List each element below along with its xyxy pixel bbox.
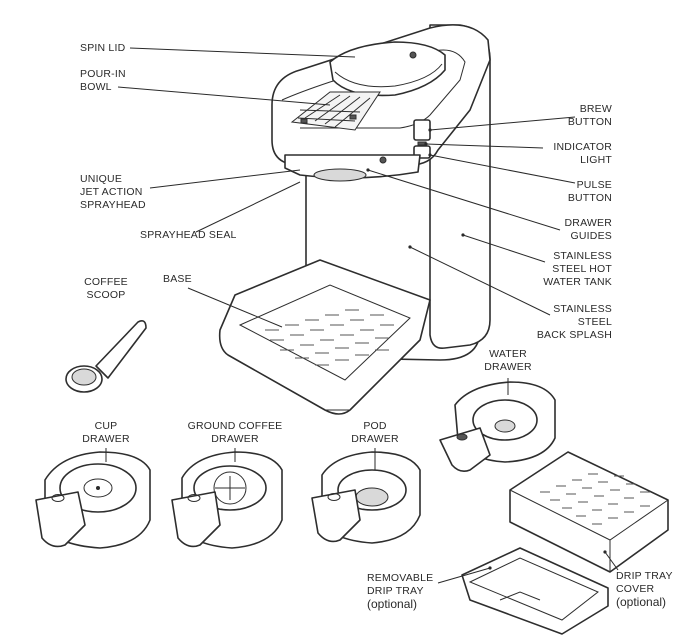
label-text: STAINLESS <box>553 303 612 315</box>
water-drawer-illustration <box>439 381 556 472</box>
label-text: JET ACTION <box>80 186 143 198</box>
label-text: DRIP TRAY <box>616 570 673 582</box>
drip-tray-cover-illustration <box>509 451 669 573</box>
label-text: SCOOP <box>86 289 126 301</box>
drip-tray-illustration <box>461 547 609 635</box>
label-text: PULSE <box>576 179 612 191</box>
label-text: UNIQUE <box>80 173 123 185</box>
label-text: STEEL HOT <box>552 263 612 275</box>
label-brew-button: BREW BUTTON <box>548 103 612 129</box>
label-sprayhead-seal: SPRAYHEAD SEAL <box>140 229 237 242</box>
label-text: GROUND COFFEE <box>187 420 283 432</box>
label-text: STEEL <box>577 316 612 328</box>
label-drip-tray: REMOVABLE DRIP TRAY (optional) <box>367 572 433 611</box>
label-water-drawer: WATER DRAWER <box>472 348 544 374</box>
label-text: CUP <box>94 420 118 432</box>
label-hot-water-tank: STAINLESS STEEL HOT WATER TANK <box>532 250 612 289</box>
label-text: DRAWER <box>484 361 532 373</box>
cup-drawer-illustration <box>35 451 151 549</box>
label-text: DRAWER <box>82 433 130 445</box>
label-text: SPRAYHEAD SEAL <box>140 229 237 241</box>
label-text: COVER <box>616 583 655 595</box>
label-sprayhead: UNIQUE JET ACTION SPRAYHEAD <box>80 173 146 212</box>
label-indicator-light: INDICATOR LIGHT <box>532 141 612 167</box>
coffee-scoop-illustration <box>65 320 147 393</box>
label-text: DRIP TRAY <box>367 585 424 597</box>
label-text: WATER <box>489 348 527 360</box>
label-base: BASE <box>163 273 192 286</box>
label-text: BREW <box>579 103 612 115</box>
label-pour-in-bowl: POUR-IN BOWL <box>80 68 126 94</box>
label-drip-tray-cover: DRIP TRAY COVER (optional) <box>616 570 673 609</box>
label-optional: (optional) <box>367 597 418 611</box>
label-back-splash: STAINLESS STEEL BACK SPLASH <box>520 303 612 342</box>
label-text: STAINLESS <box>553 250 612 262</box>
label-text: BACK SPLASH <box>536 329 612 341</box>
label-coffee-scoop: COFFEE SCOOP <box>72 276 140 302</box>
label-pulse-button: PULSE BUTTON <box>548 179 612 205</box>
label-text: BOWL <box>80 81 112 93</box>
label-text: GUIDES <box>570 230 612 242</box>
label-text: DRAWER <box>211 433 259 445</box>
label-text: DRAWER <box>351 433 399 445</box>
label-text: SPRAYHEAD <box>80 199 146 211</box>
label-text: WATER TANK <box>543 276 612 288</box>
brewer-illustration <box>218 24 491 415</box>
label-drawer-guides: DRAWER GUIDES <box>548 217 612 243</box>
leader-lines <box>105 47 619 584</box>
label-ground-coffee-drawer: GROUND COFFEE DRAWER <box>175 420 295 446</box>
label-text: REMOVABLE <box>367 572 434 584</box>
pod-drawer-illustration <box>311 451 421 544</box>
label-text: LIGHT <box>580 154 612 166</box>
label-optional: (optional) <box>616 595 667 609</box>
label-pod-drawer: POD DRAWER <box>339 420 411 446</box>
label-text: POUR-IN <box>80 68 126 80</box>
label-text: SPIN LID <box>80 42 126 54</box>
label-cup-drawer: CUP DRAWER <box>70 420 142 446</box>
label-text: INDICATOR <box>553 141 612 153</box>
ground-coffee-drawer-illustration <box>171 451 283 549</box>
label-text: BASE <box>163 273 192 285</box>
label-spin-lid: SPIN LID <box>80 42 125 55</box>
label-text: BUTTON <box>567 116 612 128</box>
label-text: DRAWER <box>564 217 612 229</box>
label-text: BUTTON <box>567 192 612 204</box>
label-text: POD <box>363 420 387 432</box>
label-text: COFFEE <box>84 276 128 288</box>
